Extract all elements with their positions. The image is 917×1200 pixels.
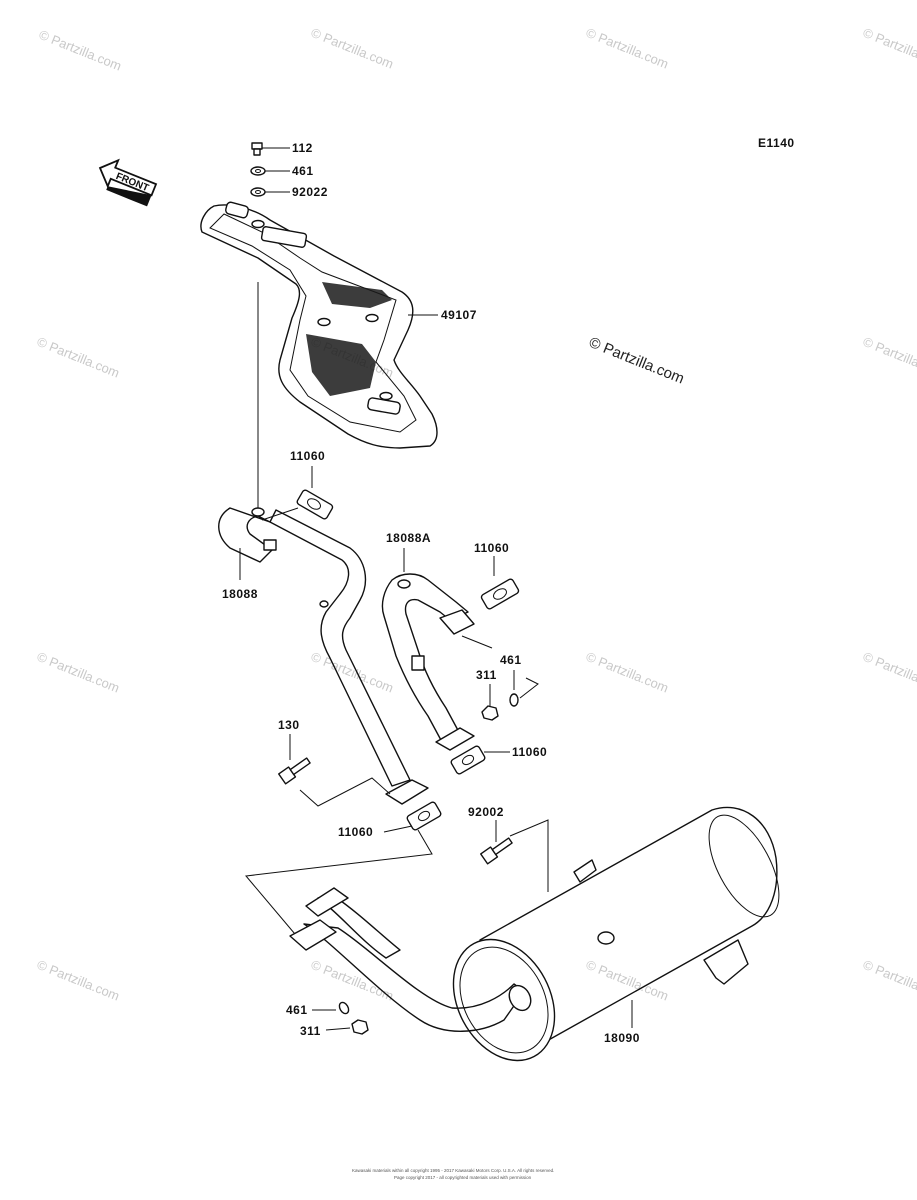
footer-permission: Page copyright 2017 - all copyrighted ma… — [394, 1175, 532, 1180]
watermark-text: © Partzilla.com — [309, 25, 396, 72]
callout-92002: 92002 — [468, 805, 504, 819]
watermark-text: © Partzilla.com — [309, 649, 396, 696]
gasket-11060-right — [480, 578, 520, 610]
diagram-code: E1140 — [758, 136, 795, 150]
gasket-11060-top — [296, 489, 334, 520]
nut-311-low — [351, 1019, 369, 1035]
watermark-layer: © Partzilla.com © Partzilla.com © Partzi… — [35, 25, 917, 1004]
watermark-text: © Partzilla.com — [35, 649, 122, 696]
callout-49107: 49107 — [441, 308, 477, 322]
gasket-11060-low — [406, 801, 442, 831]
footer-copyright: Kawasaki materials within all copyright … — [352, 1168, 554, 1173]
callout-11060-mid: 11060 — [512, 745, 547, 759]
callout-18090: 18090 — [604, 1031, 640, 1045]
callout-92022: 92022 — [292, 185, 328, 199]
washer-461-mid — [509, 693, 519, 707]
watermark-text: © Partzilla.com — [35, 957, 122, 1004]
callout-18088a: 18088A — [386, 531, 431, 545]
bolt-92002 — [480, 837, 513, 865]
washer-461-low — [338, 1001, 350, 1015]
callout-11060-low: 11060 — [338, 825, 373, 839]
callout-11060-right: 11060 — [474, 541, 509, 555]
front-arrow-icon: FRONT — [98, 158, 158, 207]
callout-311-low: 311 — [300, 1024, 321, 1038]
nut-311-mid — [481, 705, 499, 721]
watermark-text: © Partzilla.com — [35, 334, 122, 381]
gasket-11060-mid — [450, 745, 486, 775]
watermark-text: © Partzilla.com — [861, 957, 917, 1004]
callout-130: 130 — [278, 718, 300, 732]
watermark-text: © Partzilla.com — [861, 25, 917, 72]
muffler-18090 — [289, 806, 780, 1062]
callout-11060-top: 11060 — [290, 449, 325, 463]
exhaust-pipe-18088a — [381, 573, 475, 751]
callout-311-mid: 311 — [476, 668, 497, 682]
callout-18088: 18088 — [222, 587, 258, 601]
heat-guard-49107 — [200, 201, 438, 449]
bolt-112 — [251, 142, 263, 156]
exhaust-pipe-18088 — [218, 507, 429, 805]
callout-461-low: 461 — [286, 1003, 308, 1017]
washer-92022 — [250, 187, 266, 197]
watermark-text: © Partzilla.com — [584, 649, 671, 696]
watermark-text: © Partzilla.com — [861, 649, 917, 696]
callout-112: 112 — [292, 141, 313, 155]
watermark-text: © Partzilla.com — [584, 25, 671, 72]
washer-461-top — [250, 166, 266, 176]
callout-461-mid: 461 — [500, 653, 522, 667]
callout-461-top: 461 — [292, 164, 314, 178]
watermark-text: © Partzilla.com — [37, 27, 124, 74]
watermark-text: © Partzilla.com — [861, 334, 917, 381]
watermark-main: © Partzilla.com — [587, 334, 687, 388]
bolt-130 — [278, 757, 311, 785]
